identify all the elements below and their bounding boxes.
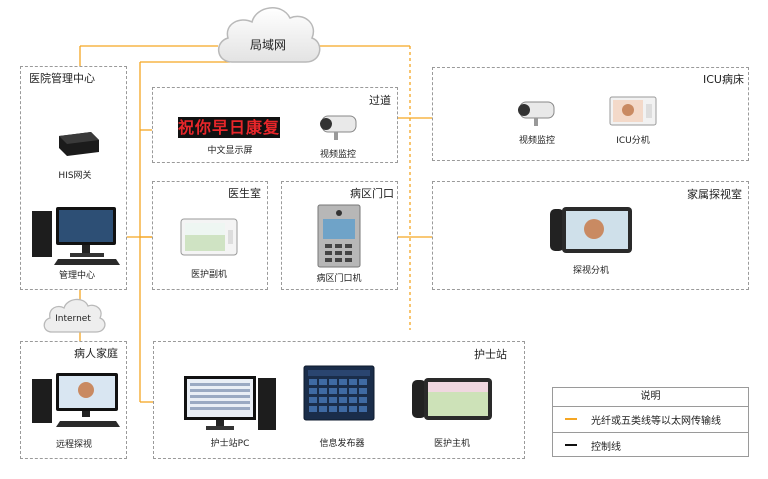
zone-patient-home [20, 341, 127, 459]
cloud-icon [43, 298, 106, 333]
device-label: 远程探视 [55, 440, 92, 450]
cloud-icon [218, 7, 321, 63]
zone-doctor-room [152, 181, 268, 290]
control-line-swatch [565, 444, 577, 446]
camera-icon [514, 98, 558, 128]
desktop-computer-icon [30, 205, 122, 265]
zone-family-visit-room [432, 181, 749, 290]
zone-title: 家属探视室 [687, 188, 742, 201]
desktop-computer-icon [30, 371, 122, 429]
internet-cloud: Internet [40, 296, 106, 336]
camera-icon [316, 112, 358, 142]
device-label: 管理中心 [58, 271, 95, 281]
device-label: 护士站PC [210, 439, 250, 449]
zone-corridor [152, 87, 398, 163]
zone-title: 病人家庭 [74, 347, 118, 360]
legend-row: 控制线 [553, 432, 748, 458]
device-label: 病区门口机 [316, 274, 362, 284]
ethernet-line-swatch [565, 418, 577, 420]
icu-terminal-icon [609, 96, 657, 126]
device-label: 视频监控 [518, 136, 555, 146]
legend-label: 控制线 [591, 442, 621, 453]
tablet-terminal-icon [180, 218, 238, 256]
device-label: 信息发布器 [319, 439, 365, 449]
device-label: HIS网关 [58, 171, 92, 181]
legend: 说明 光纤或五类线等以太网传输线 控制线 [552, 387, 749, 457]
device-label: ICU分机 [616, 136, 650, 146]
device-label: 中文显示屏 [207, 146, 253, 156]
zone-ward-gate [281, 181, 398, 290]
device-label: 医护主机 [433, 439, 470, 449]
legend-label: 光纤或五类线等以太网传输线 [591, 416, 721, 427]
zone-title: 护士站 [474, 348, 507, 361]
zone-title: ICU病床 [703, 73, 744, 86]
zone-title: 病区门口 [350, 187, 394, 200]
video-phone-icon [410, 376, 494, 422]
zone-nurse-station [153, 341, 525, 459]
zone-hospital-center [20, 66, 127, 290]
lan-label: 局域网 [249, 38, 286, 52]
lan-cloud: 局域网 [212, 2, 324, 70]
video-phone-icon [548, 205, 634, 255]
zone-title: 医院管理中心 [29, 72, 95, 85]
legend-row: 光纤或五类线等以太网传输线 [553, 406, 748, 433]
zone-icu [432, 67, 749, 161]
legend-title: 说明 [553, 388, 748, 407]
device-label: 探视分机 [572, 266, 609, 276]
desktop-computer-icon [182, 374, 278, 434]
his-gateway-icon [55, 128, 101, 158]
led-display-text: 祝你早日康复 [178, 117, 280, 138]
door-station-icon [317, 204, 361, 268]
zone-title: 医生室 [228, 187, 261, 200]
zone-title: 过道 [369, 94, 391, 107]
internet-label: Internet [55, 314, 91, 324]
info-board-icon [303, 365, 375, 421]
device-label: 视频监控 [319, 150, 356, 160]
device-label: 医护副机 [190, 270, 227, 280]
